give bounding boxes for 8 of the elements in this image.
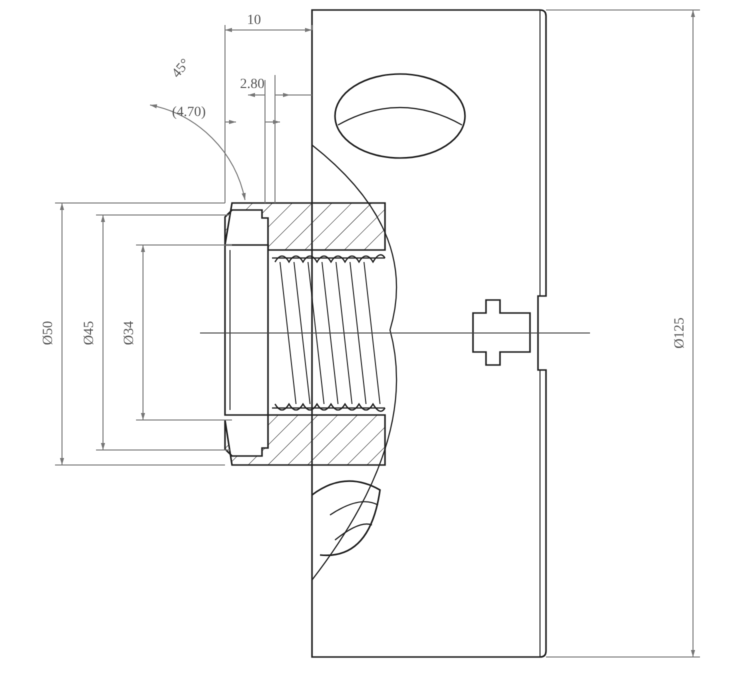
dimension-text: Ø45 <box>83 320 98 346</box>
dimension-text: 2.80 <box>240 78 264 92</box>
dimension-text: (4.70) <box>172 106 206 120</box>
dimension-text: 45° <box>170 57 194 81</box>
dimension-text: Ø50 <box>42 320 56 346</box>
dimension-text: Ø34 <box>123 320 138 346</box>
dimension-text: Ø125 <box>673 317 688 349</box>
dimension-text: 10 <box>247 14 261 28</box>
